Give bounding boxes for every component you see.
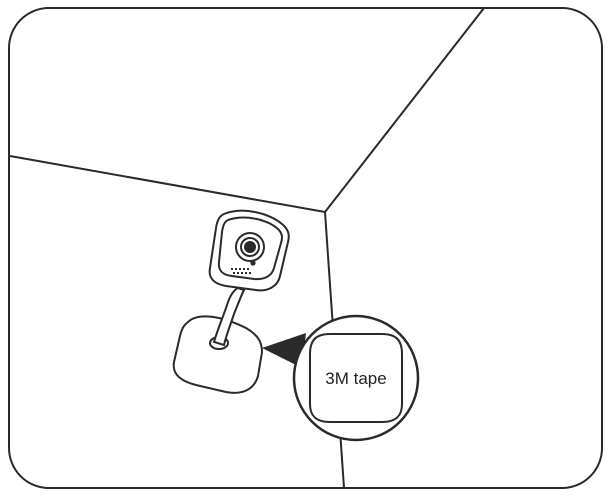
wall-left-edge — [9, 155, 326, 213]
indoor-camera-icon — [172, 209, 290, 394]
callout-pointer — [262, 333, 306, 368]
adhesive-pad-icon — [309, 333, 403, 423]
camera-base — [172, 315, 264, 394]
camera-speaker-grille — [231, 268, 251, 274]
camera-lens-inner — [244, 241, 256, 253]
tape-label: 3M tape — [325, 369, 386, 388]
camera-status-light — [250, 260, 256, 266]
diagram-frame — [8, 7, 603, 489]
camera-neck — [212, 286, 246, 347]
camera-face — [217, 216, 283, 281]
wall-right-edge — [324, 7, 485, 213]
